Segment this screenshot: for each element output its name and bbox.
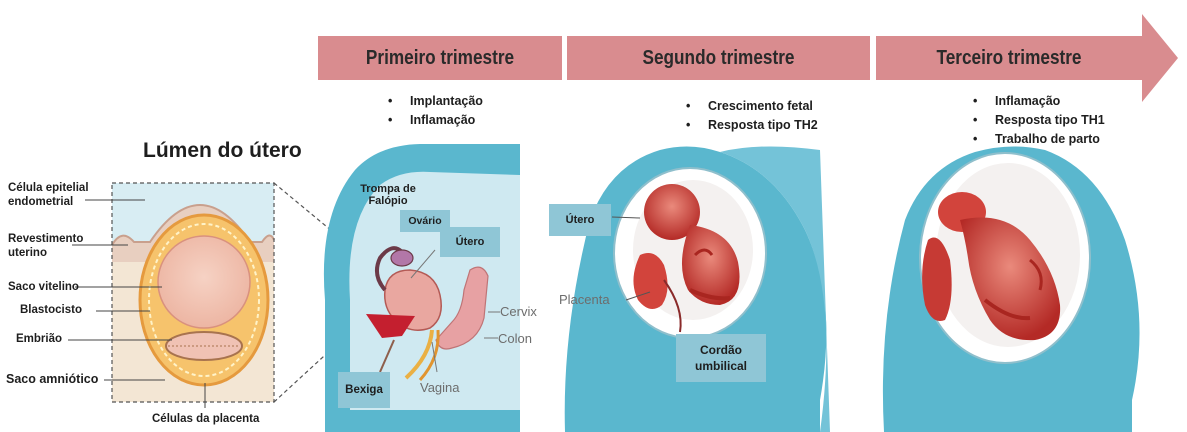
epithelial-cell-label: Célula epitelial endometrial [8,181,98,209]
amniotic-sac-label: Saco amniótico [6,372,98,386]
placenta-cells-label: Células da placenta [152,413,259,425]
first-trimester-bullets: Implantação Inflamação [388,92,483,130]
fallopian-tube-text: Trompa de Falópio [358,183,418,207]
bullet-item: Inflamação [973,92,1105,111]
embryo-label: Embrião [16,333,62,345]
vagina-label: Vagina [420,380,460,395]
uterine-lining-label: Revestimento uterino [8,232,88,260]
blastocyst-label: Blastocisto [20,304,82,316]
third-trimester-bullets: Inflamação Resposta tipo TH1 Trabalho de… [973,92,1105,149]
cervix-label: Cervix [500,304,537,319]
bladder-label: Bexiga [338,372,390,408]
uterus-label: Útero [440,227,500,257]
placenta-label: Placenta [559,292,610,307]
second-trimester-body [565,146,830,432]
third-trimester-body [883,146,1140,432]
fallopian-tube-label: Trompa de Falópio [354,178,422,212]
colon-label: Colon [498,331,532,346]
yolk-sac-label: Saco vitelino [8,281,79,293]
bullet-item: Inflamação [388,111,483,130]
bullet-item: Implantação [388,92,483,111]
bullet-item: Resposta tipo TH2 [686,116,818,135]
umbilical-cord-label: Cordão umbilical [676,334,766,382]
bullet-item: Crescimento fetal [686,97,818,116]
second-trimester-title: Segundo trimestre [588,36,849,80]
uterus-label-2: Útero [549,204,611,236]
bullet-item: Resposta tipo TH1 [973,111,1105,130]
bullet-item: Trabalho de parto [973,130,1105,149]
second-trimester-bullets: Crescimento fetal Resposta tipo TH2 [686,97,818,135]
first-trimester-title: Primeiro trimestre [335,36,545,80]
uterine-lumen-title: Lúmen do útero [143,139,302,163]
third-trimester-title: Terceiro trimestre [895,36,1124,80]
